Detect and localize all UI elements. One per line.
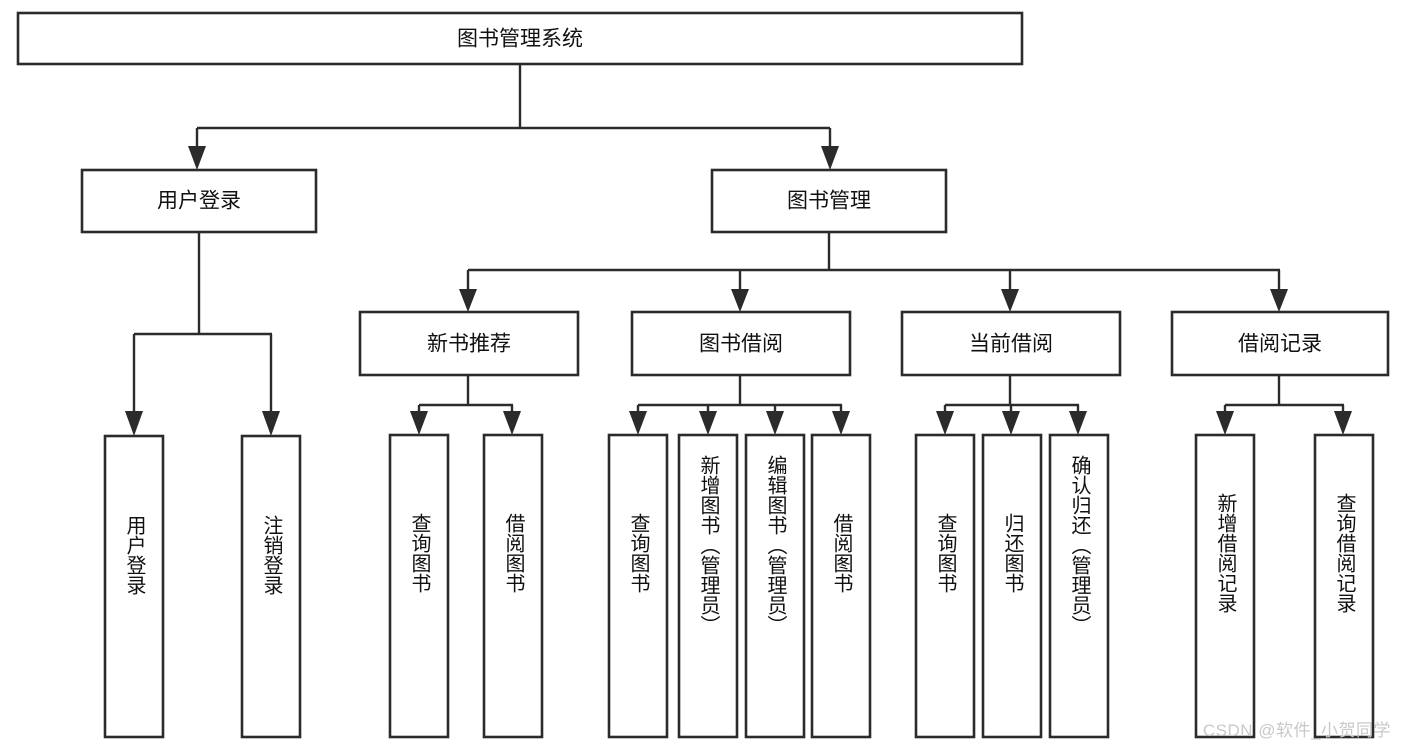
leaf-confirm-return[interactable]: 确认归还（管理员）	[1048, 433, 1110, 739]
node-root[interactable]: 图书管理系统	[16, 11, 1024, 66]
arrow-head-to-leaf-borrow-book-2	[832, 411, 850, 435]
arrow-head-to-leaf-user-login	[125, 411, 143, 436]
leaf-add-book[interactable]: 新增图书（管理员）	[677, 433, 739, 739]
arrow-head-to-borrow-records	[1270, 289, 1288, 312]
connectors-new-book-recommend-to-leaves	[410, 375, 521, 435]
node-new-book-recommend-box[interactable]	[358, 310, 580, 377]
connectors-user-login-to-leaves	[125, 232, 280, 436]
leaf-query-book-2-label: 查询图书	[627, 513, 650, 593]
arrow-head-to-new-book-recommend	[459, 289, 477, 312]
connectors-book-manage-to-level3	[459, 232, 1288, 312]
node-book-borrow-label: 图书借阅	[699, 333, 783, 356]
leaf-query-book-3[interactable]: 查询图书	[914, 433, 976, 739]
arrow-head-to-current-borrow	[1001, 289, 1019, 312]
node-root-box[interactable]	[16, 11, 1024, 66]
leaf-logout-box[interactable]	[240, 434, 302, 739]
leaf-edit-book-label: 编辑图书（管理员）	[764, 455, 787, 635]
leaf-query-book-1-box[interactable]	[388, 433, 450, 739]
node-user-login-label: 用户登录	[157, 190, 241, 213]
node-book-borrow[interactable]: 图书借阅	[630, 310, 852, 377]
arrow-head-to-leaf-query-book-1	[410, 411, 428, 435]
leaf-query-book-3-box[interactable]	[914, 433, 976, 739]
leaf-borrow-book-1-label: 借阅图书	[502, 513, 525, 593]
leaf-query-book-3-label: 查询图书	[934, 513, 957, 593]
leaf-add-record-label: 新增借阅记录	[1214, 493, 1237, 613]
node-borrow-records[interactable]: 借阅记录	[1170, 310, 1390, 377]
leaf-logout-label: 注销登录	[260, 515, 283, 595]
arrow-head-to-user-login	[188, 146, 206, 170]
connectors-root-to-level2	[188, 64, 839, 170]
leaf-query-record-box[interactable]	[1313, 433, 1375, 739]
leaf-add-book-label: 新增图书（管理员）	[697, 455, 720, 635]
node-book-manage[interactable]: 图书管理	[710, 168, 948, 234]
node-borrow-records-box[interactable]	[1170, 310, 1390, 377]
leaf-user-login-box[interactable]	[103, 434, 165, 739]
node-new-book-recommend[interactable]: 新书推荐	[358, 310, 580, 377]
node-user-login-box[interactable]	[80, 168, 318, 234]
arrow-head-to-leaf-return-book	[1002, 411, 1020, 435]
leaf-query-book-2-box[interactable]	[607, 433, 669, 739]
leaf-borrow-book-1[interactable]: 借阅图书	[482, 433, 544, 739]
node-user-login[interactable]: 用户登录	[80, 168, 318, 234]
leaf-query-book-2[interactable]: 查询图书	[607, 433, 669, 739]
leaf-confirm-return-label: 确认归还（管理员）	[1068, 455, 1091, 635]
arrow-head-to-leaf-edit-book	[766, 411, 784, 435]
leaf-confirm-return-box[interactable]	[1048, 433, 1110, 739]
arrow-head-to-leaf-add-book	[699, 411, 717, 435]
arrow-head-to-leaf-add-record	[1216, 411, 1234, 435]
leaf-user-login[interactable]: 用户登录	[103, 434, 165, 739]
node-current-borrow-box[interactable]	[900, 310, 1122, 377]
leaf-add-record-box[interactable]	[1194, 433, 1256, 739]
leaf-query-record[interactable]: 查询借阅记录	[1313, 433, 1375, 739]
node-current-borrow-label: 当前借阅	[969, 333, 1053, 356]
arrow-head-to-book-borrow	[731, 289, 749, 312]
leaf-add-book-box[interactable]	[677, 433, 739, 739]
arrow-head-to-leaf-query-record	[1334, 411, 1352, 435]
leaf-return-book[interactable]: 归还图书	[981, 433, 1043, 739]
connectors-borrow-records-to-leaves	[1216, 375, 1352, 435]
arrow-head-to-leaf-logout	[262, 411, 280, 436]
leaf-borrow-book-2-box[interactable]	[810, 433, 872, 739]
node-new-book-recommend-label: 新书推荐	[427, 333, 511, 356]
arrow-head-to-leaf-query-book-2	[629, 411, 647, 435]
leaf-borrow-book-2[interactable]: 借阅图书	[810, 433, 872, 739]
leaf-query-book-1-label: 查询图书	[408, 513, 431, 593]
csdn-watermark: CSDN @软件_小贺同学	[1202, 721, 1391, 740]
leaf-edit-book[interactable]: 编辑图书（管理员）	[744, 433, 806, 739]
node-book-manage-box[interactable]	[710, 168, 948, 234]
leaf-add-record[interactable]: 新增借阅记录	[1194, 433, 1256, 739]
leaf-user-login-label: 用户登录	[123, 515, 146, 595]
leaf-logout[interactable]: 注销登录	[240, 434, 302, 739]
node-borrow-records-label: 借阅记录	[1238, 333, 1322, 356]
leaf-return-book-label: 归还图书	[1001, 513, 1024, 593]
leaf-borrow-book-2-label: 借阅图书	[830, 513, 853, 593]
arrow-head-to-book-manage	[821, 146, 839, 170]
leaf-borrow-book-1-box[interactable]	[482, 433, 544, 739]
connectors-book-borrow-to-leaves	[629, 375, 850, 435]
connectors-current-borrow-to-leaves	[936, 375, 1087, 435]
arrow-head-to-leaf-confirm-return	[1069, 411, 1087, 435]
leaf-query-book-1[interactable]: 查询图书	[388, 433, 450, 739]
arrow-head-to-leaf-query-book-3	[936, 411, 954, 435]
leaf-query-record-label: 查询借阅记录	[1333, 493, 1356, 613]
leaf-return-book-box[interactable]	[981, 433, 1043, 739]
arrow-head-to-leaf-borrow-book-1	[503, 411, 521, 435]
leaf-edit-book-box[interactable]	[744, 433, 806, 739]
node-book-manage-label: 图书管理	[787, 190, 871, 213]
node-book-borrow-box[interactable]	[630, 310, 852, 377]
node-current-borrow[interactable]: 当前借阅	[900, 310, 1122, 377]
node-root-label: 图书管理系统	[457, 28, 583, 51]
